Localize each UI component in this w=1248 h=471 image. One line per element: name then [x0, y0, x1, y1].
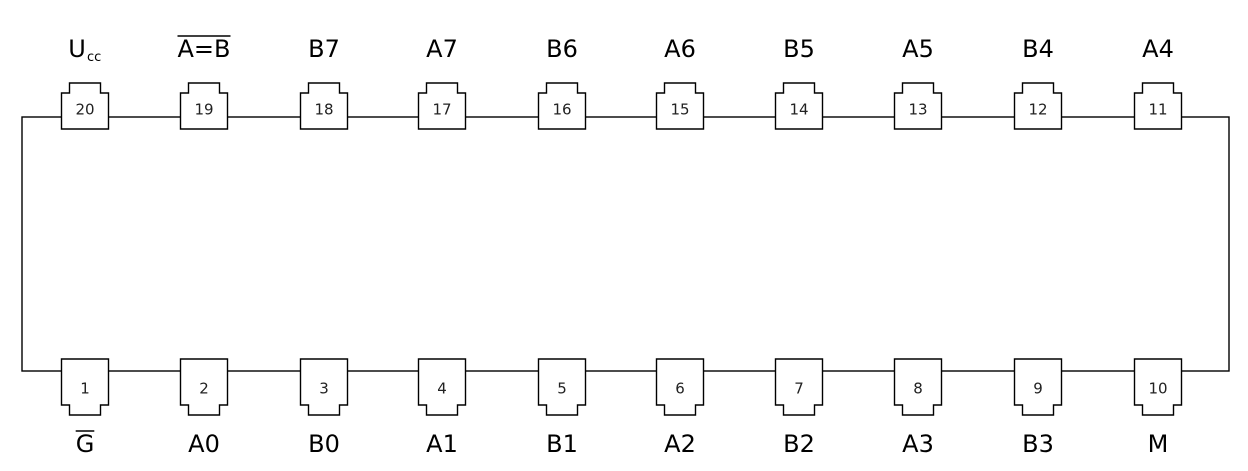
pin-2: 2A0: [179, 358, 229, 458]
pin-signal-label: B1: [546, 430, 578, 458]
pin-17: 17 A7: [417, 35, 467, 130]
pin-9: 9B3: [1013, 358, 1063, 458]
pin-shape: [774, 82, 824, 130]
pin-signal-label: A4: [1142, 35, 1174, 63]
pin-shape: [417, 358, 467, 416]
pin-12: 12 B4: [1013, 35, 1063, 130]
pin-number: 15: [670, 101, 689, 119]
pin-number: 4: [437, 380, 447, 398]
pin-signal-label: A1: [426, 430, 458, 458]
pin-signal-label: U: [68, 35, 86, 63]
pin-shape: [1013, 358, 1063, 416]
pin-number: 18: [314, 101, 333, 119]
pin-1: 1G: [60, 358, 110, 458]
pin-signal-label: M: [1148, 430, 1169, 458]
pin-4: 4A1: [417, 358, 467, 458]
pin-signal-label: B3: [1022, 430, 1054, 458]
pin-signal-subscript: cc: [87, 50, 101, 65]
pin-signal-label: A=B: [178, 35, 231, 63]
pin-19: 19 A=B: [177, 35, 231, 130]
pin-number: 1: [80, 380, 90, 398]
pin-shape: [1133, 82, 1183, 130]
pin-number: 20: [75, 101, 94, 119]
pin-number: 8: [913, 380, 923, 398]
pin-signal-label: A5: [902, 35, 934, 63]
pin-3: 3B0: [299, 358, 349, 458]
pin-8: 8A3: [893, 358, 943, 458]
pin-number: 11: [1148, 101, 1167, 119]
pin-18: 18 B7: [299, 35, 349, 130]
pin-signal-label: G: [76, 430, 95, 458]
pin-signal-label: A0: [188, 430, 220, 458]
pin-11: 11 A4: [1133, 35, 1183, 130]
pin-signal-label: B0: [308, 430, 340, 458]
pin-14: 14 B5: [774, 35, 824, 130]
pin-shape: [774, 358, 824, 416]
pin-number: 14: [789, 101, 808, 119]
pin-shape: [179, 358, 229, 416]
pin-signal-label: A6: [664, 35, 696, 63]
pin-shape: [893, 82, 943, 130]
pin-shape: [299, 82, 349, 130]
pin-shape: [537, 358, 587, 416]
pin-6: 6A2: [655, 358, 705, 458]
pin-15: 15 A6: [655, 35, 705, 130]
pin-shape: [537, 82, 587, 130]
pin-13: 13 A5: [893, 35, 943, 130]
pin-shape: [655, 82, 705, 130]
pin-5: 5B1: [537, 358, 587, 458]
pin-number: 13: [908, 101, 927, 119]
pin-shape: [893, 358, 943, 416]
pin-signal-label: B2: [783, 430, 815, 458]
chip-body-outline: [21, 116, 1230, 372]
pin-shape: [179, 82, 229, 130]
pin-number: 7: [794, 380, 804, 398]
pin-signal-label: B7: [308, 35, 340, 63]
pin-number: 12: [1028, 101, 1047, 119]
pin-shape: [60, 358, 110, 416]
pin-number: 2: [199, 380, 209, 398]
pin-7: 7B2: [774, 358, 824, 458]
pin-shape: [299, 358, 349, 416]
pin-number: 16: [552, 101, 571, 119]
pin-signal-label: B6: [546, 35, 578, 63]
pin-number: 10: [1148, 380, 1167, 398]
pin-number: 19: [194, 101, 213, 119]
pin-signal-label: A2: [664, 430, 696, 458]
pin-shape: [417, 82, 467, 130]
pin-16: 16 B6: [537, 35, 587, 130]
pin-signal-label: A3: [902, 430, 934, 458]
pin-shape: [60, 82, 110, 130]
pin-10: 10M: [1133, 358, 1183, 458]
pin-shape: [655, 358, 705, 416]
pin-signal-label: A7: [426, 35, 458, 63]
pin-number: 6: [675, 380, 685, 398]
pin-number: 5: [557, 380, 567, 398]
pin-number: 9: [1033, 380, 1043, 398]
pin-shape: [1013, 82, 1063, 130]
pin-signal-label: B5: [783, 35, 815, 63]
pin-number: 3: [319, 380, 329, 398]
pin-shape: [1133, 358, 1183, 416]
pin-signal-label: B4: [1022, 35, 1054, 63]
pin-number: 17: [432, 101, 451, 119]
